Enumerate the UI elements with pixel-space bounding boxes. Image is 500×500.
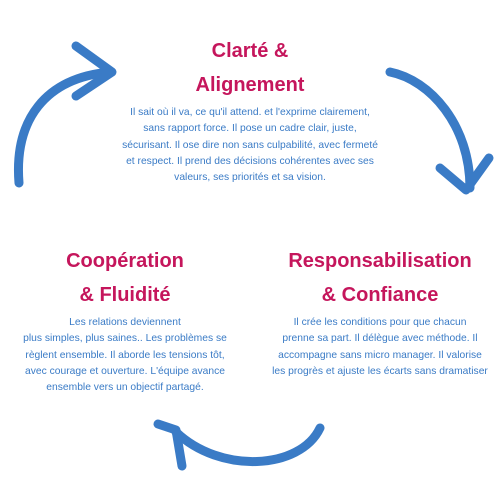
desc-line: et respect. Il prend des décisions cohér… xyxy=(126,155,374,167)
title-clarte-alignement: Clarté & Alignement xyxy=(100,34,400,102)
desc-line: sans rapport force. Il pose un cadre cla… xyxy=(143,123,357,135)
title-line: Clarté & xyxy=(211,40,289,62)
title-line: Alignement xyxy=(195,74,305,96)
desc-line: Il crée les conditions pour que chacun xyxy=(293,317,467,328)
desc-line: ensemble vers un objectif partagé. xyxy=(46,382,204,394)
desc-line: règlent ensemble. Il aborde les tensions… xyxy=(25,349,225,361)
desc-line: plus simples, plus saines.. Les problème… xyxy=(23,333,227,345)
desc-clarte-alignement: Il sait où il va, ce qu'il attend. et l'… xyxy=(100,105,400,186)
arrow-top-left xyxy=(13,41,117,188)
desc-line: Les relations deviennent xyxy=(69,317,181,328)
title-line: & Fluidité xyxy=(79,284,171,306)
title-cooperation-fluidite: Coopération & Fluidité xyxy=(0,244,250,312)
desc-line: accompagne sans micro manager. Il valori… xyxy=(278,349,482,361)
arrow-bottom xyxy=(153,419,325,471)
desc-line: valeurs, ses priorités et sa vision. xyxy=(174,172,326,184)
title-line: Coopération xyxy=(66,250,184,272)
block-cooperation-fluidite: Coopération & Fluidité Les relations dev… xyxy=(0,244,250,396)
desc-line: avec courage et ouverture. L'équipe avan… xyxy=(24,365,226,377)
desc-line: les progrès et ajuste les écarts sans dr… xyxy=(272,365,488,377)
desc-cooperation-fluidite: Les relations deviennent plus simples, p… xyxy=(0,315,250,396)
title-line: Responsabilisation xyxy=(288,250,472,272)
desc-line: prenne sa part. Il délègue avec méthode.… xyxy=(282,333,478,345)
title-line: & Confiance xyxy=(321,284,439,306)
desc-line: sécurisant. Il ose dire non sans culpabi… xyxy=(122,139,378,151)
arrow-top-right xyxy=(385,67,494,195)
desc-responsabilisation-confiance: Il crée les conditions pour que chacun p… xyxy=(262,315,498,380)
title-responsabilisation-confiance: Responsabilisation & Confiance xyxy=(262,244,498,312)
desc-line: Il sait où il va, ce qu'il attend. et l'… xyxy=(130,107,370,118)
block-responsabilisation-confiance: Responsabilisation & Confiance Il crée l… xyxy=(262,244,498,380)
block-clarte-alignement: Clarté & Alignement Il sait où il va, ce… xyxy=(100,34,400,186)
